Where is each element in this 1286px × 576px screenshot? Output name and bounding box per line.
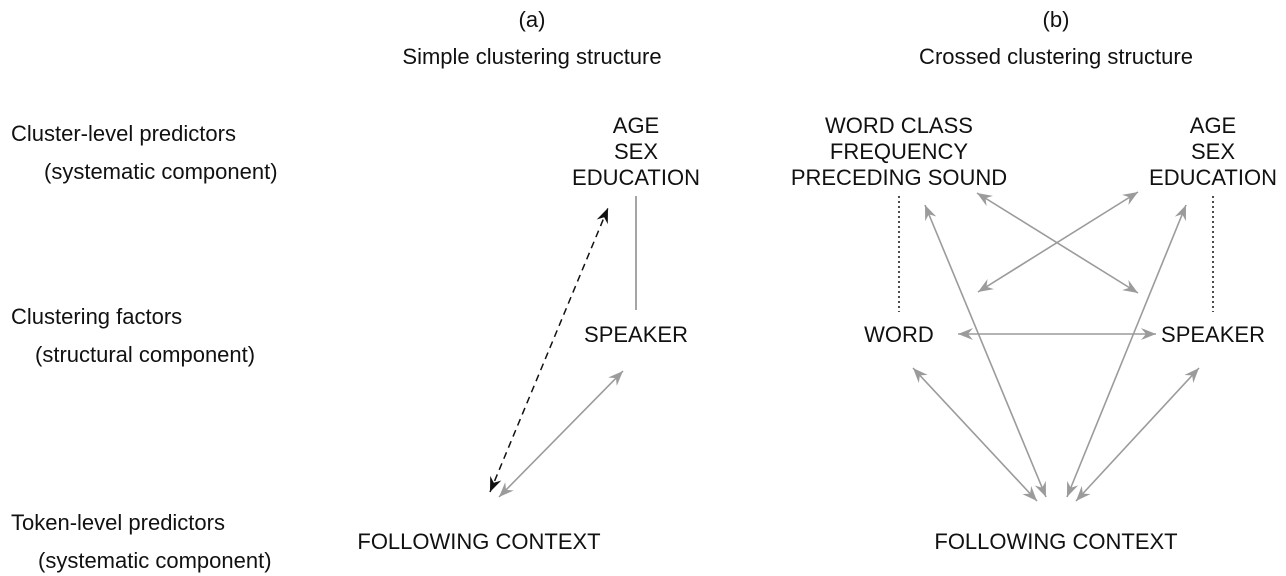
a-context-predictors-dashed-arrow-head-start: [490, 475, 502, 492]
panel-a-token-following-context: FOLLOWING CONTEXT: [357, 529, 601, 554]
b-word-context-arrow-head-start: [913, 368, 928, 384]
panel-b-predictor-frequency: FREQUENCY: [829, 139, 969, 164]
b-speakerpreds-context-arrow-head-end: [1067, 480, 1079, 497]
panel-a-factor-speaker: SPEAKER: [584, 322, 688, 347]
panel-a-predictor-age: AGE: [612, 113, 660, 138]
b-speakerpreds-context-arrow: [1066, 204, 1187, 498]
panel-b-letter: (b): [1042, 7, 1070, 32]
panel-a-title: Simple clustering structure: [402, 44, 662, 69]
panel-a-predictor-sex: SEX: [613, 139, 659, 164]
a-context-predictors-dashed-arrow: [489, 207, 609, 493]
b-speakerpreds-context-arrow-head-start: [1174, 205, 1186, 222]
panel-b-predictor-age: AGE: [1189, 113, 1237, 138]
b-speakerpreds-word-arrow-head-start: [1122, 192, 1138, 206]
b-word-speaker-arrow-head-end: [1141, 328, 1156, 340]
a-context-speaker-arrow: [498, 370, 624, 498]
b-wordpreds-context-arrow-head-start: [925, 205, 937, 222]
panel-b-token-following-context: FOLLOWING CONTEXT: [934, 529, 1178, 554]
panel-b-speaker-predictors: AGE SEX EDUCATION: [1149, 113, 1277, 191]
panel-a-letter: (a): [518, 7, 546, 32]
row-label-cluster-title: Cluster-level predictors: [11, 121, 236, 146]
row-label-token-sub: (systematic component): [38, 548, 272, 573]
panel-b-title: Crossed clustering structure: [919, 44, 1193, 69]
b-wordpreds-context-arrow-head-end: [1034, 480, 1046, 497]
row-label-cluster-sub: (systematic component): [44, 159, 278, 184]
b-wordpreds-context-arrow: [924, 204, 1047, 498]
b-wordpreds-speaker-arrow-head-end: [1122, 279, 1138, 293]
panel-b-word-predictors: WORD CLASS FREQUENCY PRECEDING SOUND: [791, 113, 1007, 191]
row-label-clustering-title: Clustering factors: [11, 304, 183, 329]
row-label-cluster-level: Cluster-level predictors (systematic com…: [11, 121, 278, 185]
b-speaker-context-arrow: [1075, 367, 1200, 502]
panel-b-predictor-education: EDUCATION: [1149, 165, 1277, 190]
row-label-clustering-factors: Clustering factors (structural component…: [11, 304, 255, 368]
b-wordpreds-speaker-arrow: [976, 192, 1139, 294]
a-context-speaker-arrow-head-end: [608, 371, 623, 386]
a-context-speaker-arrow-head-start: [499, 482, 514, 497]
b-speakerpreds-word-arrow: [977, 191, 1139, 293]
b-speakerpreds-word-arrow-head-end: [978, 278, 994, 292]
panel-b-predictor-preceding-sound: PRECEDING SOUND: [790, 165, 1008, 190]
panel-b-predictor-word-class: WORD CLASS: [825, 113, 973, 138]
row-label-token-title: Token-level predictors: [11, 510, 225, 535]
panel-b-factor-speaker: SPEAKER: [1161, 322, 1265, 347]
panel-b-factor-word: WORD: [864, 322, 934, 347]
row-label-clustering-sub: (structural component): [35, 342, 256, 367]
b-wordpreds-speaker-arrow-head-start: [977, 193, 993, 207]
b-word-speaker-arrow-head-start: [958, 328, 973, 340]
b-speaker-context-arrow-head-end: [1076, 485, 1091, 501]
a-context-predictors-dashed-arrow-head-end: [596, 208, 608, 225]
panel-a-predictor-education: EDUCATION: [572, 165, 700, 190]
b-word-context-arrow: [912, 367, 1038, 502]
panel-a-predictors: AGE SEX EDUCATION: [572, 113, 700, 191]
b-speaker-context-arrow-head-start: [1184, 368, 1199, 384]
b-word-context-arrow-head-end: [1022, 485, 1037, 501]
row-label-token-level: Token-level predictors (systematic compo…: [11, 510, 272, 574]
panel-b-predictor-sex: SEX: [1190, 139, 1236, 164]
